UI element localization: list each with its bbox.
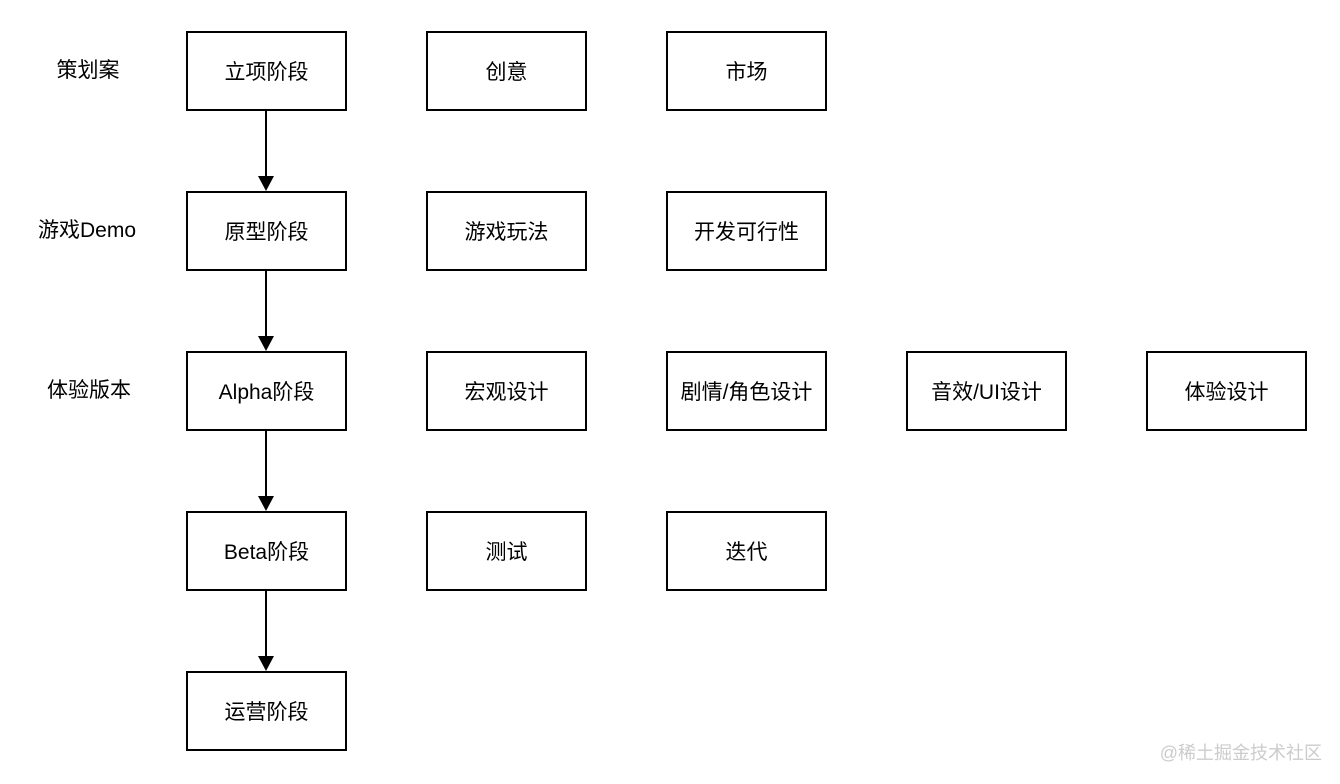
arrow-line	[265, 271, 267, 336]
node-gameplay: 游戏玩法	[426, 191, 587, 271]
node-alpha-stage: Alpha阶段	[186, 351, 347, 431]
arrow-line	[265, 431, 267, 496]
node-initiation-stage: 立项阶段	[186, 31, 347, 111]
node-story-character-design: 剧情/角色设计	[666, 351, 827, 431]
node-audio-ui-design: 音效/UI设计	[906, 351, 1067, 431]
row-label-game-demo: 游戏Demo	[37, 219, 137, 242]
node-macro-design: 宏观设计	[426, 351, 587, 431]
row-label-experience-version: 体验版本	[47, 379, 131, 402]
node-dev-feasibility: 开发可行性	[666, 191, 827, 271]
arrow-down-icon	[258, 496, 274, 511]
node-beta-stage: Beta阶段	[186, 511, 347, 591]
watermark: @稀土掘金技术社区	[1159, 743, 1322, 763]
node-market: 市场	[666, 31, 827, 111]
row-label-planning-doc: 策划案	[56, 59, 120, 82]
node-prototype-stage: 原型阶段	[186, 191, 347, 271]
arrow-down-icon	[258, 656, 274, 671]
node-experience-design: 体验设计	[1146, 351, 1307, 431]
node-operation-stage: 运营阶段	[186, 671, 347, 751]
node-iteration: 迭代	[666, 511, 827, 591]
node-idea: 创意	[426, 31, 587, 111]
arrow-line	[265, 591, 267, 656]
node-testing: 测试	[426, 511, 587, 591]
arrow-down-icon	[258, 336, 274, 351]
arrow-line	[265, 111, 267, 176]
arrow-down-icon	[258, 176, 274, 191]
